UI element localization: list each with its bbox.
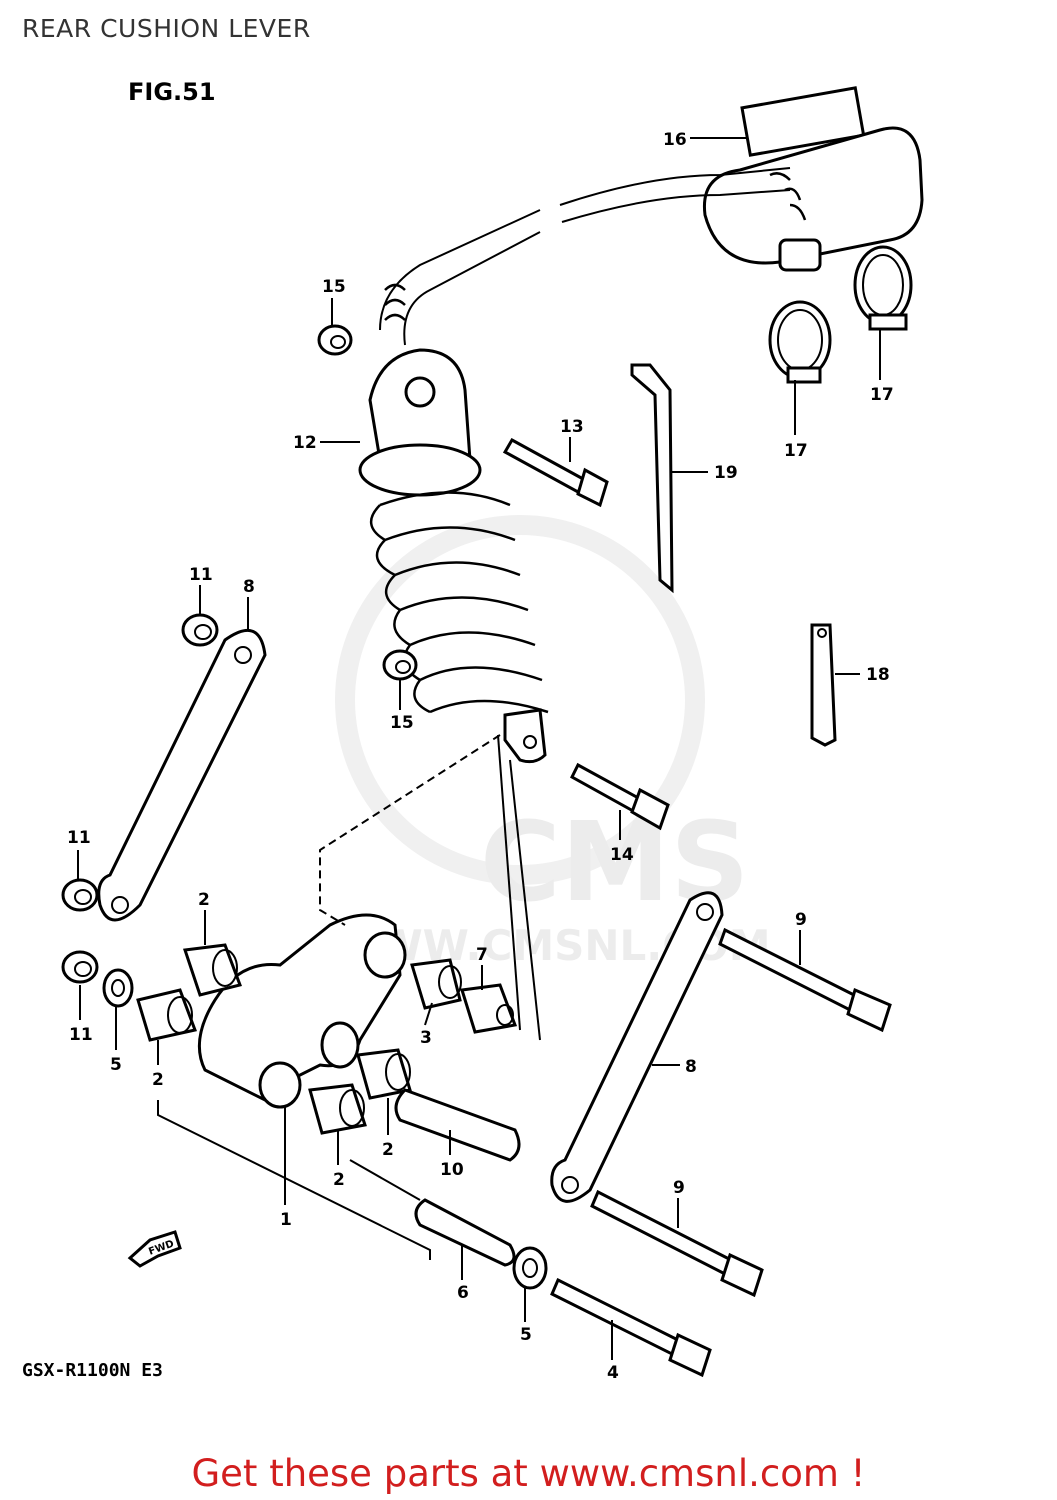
part-10-spacer bbox=[394, 1088, 521, 1162]
part-17-hose-clamps bbox=[768, 245, 913, 384]
callout-6: 6 bbox=[457, 1283, 469, 1303]
callout-19: 19 bbox=[714, 463, 738, 483]
part-14-bolt bbox=[570, 762, 670, 831]
callout-2-top: 2 bbox=[198, 890, 210, 910]
callout-11-top: 11 bbox=[189, 565, 213, 585]
callout-17-left: 17 bbox=[784, 441, 808, 461]
page-title: REAR CUSHION LEVER bbox=[22, 14, 311, 43]
part-19-tie-strap bbox=[630, 363, 674, 594]
callout-9-upper: 9 bbox=[795, 910, 807, 930]
part-11-nut-a bbox=[181, 613, 219, 647]
part-11-nut-c bbox=[61, 950, 99, 984]
callout-8-right: 8 bbox=[685, 1057, 697, 1077]
part-15-nut-top bbox=[317, 324, 353, 356]
callout-11-mid: 11 bbox=[67, 828, 91, 848]
fwd-direction-marker: FWD bbox=[127, 1230, 182, 1268]
callout-15-lower: 15 bbox=[390, 713, 414, 733]
callout-14: 14 bbox=[610, 845, 634, 865]
figure-label: FIG.51 bbox=[128, 78, 216, 106]
callout-18: 18 bbox=[866, 665, 890, 685]
callout-9-lower: 9 bbox=[673, 1178, 685, 1198]
part-11-nut-b bbox=[61, 878, 99, 912]
callout-16: 16 bbox=[663, 130, 687, 150]
callout-7: 7 bbox=[476, 945, 488, 965]
part-7-spacer bbox=[460, 983, 518, 1034]
callout-8-left: 8 bbox=[243, 577, 255, 597]
part-3-bearing bbox=[410, 958, 462, 1010]
part-5-washer-b bbox=[512, 1246, 548, 1290]
leader-lines bbox=[77, 137, 881, 1360]
callout-10: 10 bbox=[440, 1160, 464, 1180]
part-8-rod-right bbox=[550, 891, 724, 1203]
callout-3: 3 bbox=[420, 1028, 432, 1048]
callout-5-right: 5 bbox=[520, 1325, 532, 1345]
part-1-cushion-lever bbox=[197, 913, 407, 1109]
parts-store-link[interactable]: Get these parts at www.cmsnl.com ! bbox=[191, 1452, 866, 1495]
callout-2-mid: 2 bbox=[382, 1140, 394, 1160]
callout-1: 1 bbox=[280, 1210, 292, 1230]
part-9-bolt-lower bbox=[590, 1189, 764, 1298]
part-15-nut-lower bbox=[382, 649, 418, 681]
part-5-washer-a bbox=[102, 968, 134, 1008]
callout-11-low: 11 bbox=[69, 1025, 93, 1045]
part-18-band bbox=[810, 623, 837, 747]
part-9-bolt-upper bbox=[718, 927, 892, 1033]
callout-17-right: 17 bbox=[870, 385, 894, 405]
callout-4: 4 bbox=[607, 1363, 619, 1383]
model-code: GSX-R1100N E3 bbox=[22, 1360, 163, 1381]
part-13-bolt bbox=[502, 437, 609, 508]
callout-12: 12 bbox=[293, 433, 317, 453]
callout-5-left: 5 bbox=[110, 1055, 122, 1075]
callout-2-left: 2 bbox=[152, 1070, 164, 1090]
part-8-rod-left bbox=[97, 629, 267, 922]
callout-2-low: 2 bbox=[333, 1170, 345, 1190]
part-12-shock-absorber bbox=[358, 348, 549, 764]
part-2-bearings bbox=[136, 943, 412, 1135]
callout-13: 13 bbox=[560, 417, 584, 437]
guide-lines bbox=[157, 734, 541, 1260]
part-6-spacer bbox=[414, 1198, 516, 1267]
part-4-bolt bbox=[550, 1277, 712, 1378]
callout-15-top: 15 bbox=[322, 277, 346, 297]
callout-labels: 16 15 13 12 19 17 17 18 11 8 15 14 11 9 … bbox=[67, 130, 894, 1383]
part-16-reservoir bbox=[379, 86, 924, 346]
